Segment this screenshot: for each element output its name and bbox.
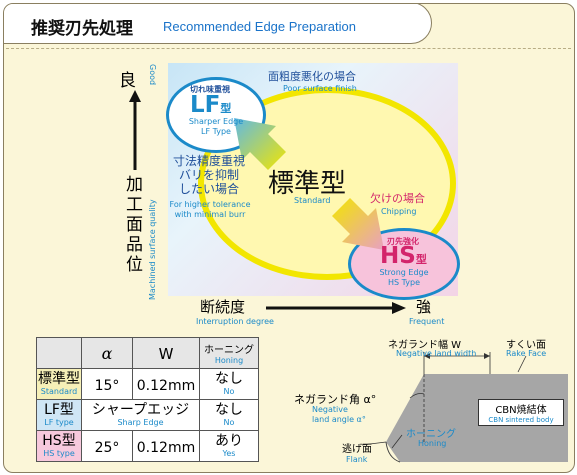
tol-jp2: バリを抑制 — [178, 168, 239, 182]
lf-kata: 型 — [220, 102, 232, 115]
header-divider — [6, 48, 571, 49]
x-axis-arrow — [266, 302, 406, 314]
row-type: LF型 LF type — [36, 399, 82, 431]
tol-en1: For higher tolerance — [169, 200, 251, 209]
tolerance-note-en: For higher tolerance with minimal burr — [158, 200, 262, 220]
y-axis-label-jp: 加工面品位 — [122, 175, 142, 275]
hs-en1: Strong Edge — [379, 268, 429, 277]
land-width-jp: ネガランド幅 W — [388, 340, 462, 351]
row-merged: シャープエッジ Sharp Edge — [81, 399, 200, 431]
title-en: Recommended Edge Preparation — [163, 19, 356, 34]
row-type: HS型 HS type — [36, 430, 82, 462]
x-axis-label-jp: 断続度 — [200, 298, 246, 316]
hs-title: HS型 — [380, 243, 427, 269]
hs-name: HS — [380, 243, 416, 269]
land-angle-en: Negative land angle α° — [312, 405, 366, 425]
poor-finish-jp: 面粗度悪化の場合 — [268, 70, 356, 83]
row-alpha: 25° — [81, 430, 133, 462]
tolerance-note-jp: 寸法精度重視 バリを抑制 したい場合 — [164, 154, 254, 196]
poor-finish-en: Poor surface finish — [283, 84, 357, 93]
header-w: W — [132, 337, 200, 369]
arrow-to-lf — [234, 118, 286, 170]
lf-name: LF — [190, 92, 221, 118]
row-type: 標準型 Standard — [36, 368, 82, 400]
hs-en2: HS Type — [387, 278, 420, 287]
row-w: 0.12mm — [132, 430, 200, 462]
land-angle-jp: ネガランド角 α° — [294, 393, 377, 406]
specs-table: α W ホーニング Honing 標準型 Standard 15° 0.12mm… — [36, 337, 259, 462]
x-axis-label-en: Interruption degree — [196, 317, 274, 326]
row-honing: なし No — [199, 399, 259, 431]
chipping-jp: 欠けの場合 — [370, 192, 425, 205]
y-axis-top-en: Good — [148, 64, 157, 86]
angle-en2: land angle α° — [312, 415, 366, 424]
honing-en: Honing — [418, 439, 447, 448]
lf-title: LF型 — [190, 92, 231, 118]
lf-small-jp: 切れ味重視 — [190, 85, 230, 94]
standard-jp: 標準型 — [268, 169, 347, 199]
hs-en: Strong Edge HS Type — [364, 268, 444, 288]
table-header-row: α W ホーニング Honing — [36, 337, 259, 369]
row-honing: あり Yes — [199, 430, 259, 462]
y-axis-top-jp: 良 — [119, 71, 136, 91]
tol-jp3: したい場合 — [178, 182, 239, 196]
honing-jp: ホーニング — [406, 429, 456, 440]
header-honing: ホーニング Honing — [199, 337, 259, 369]
angle-en1: Negative — [312, 405, 348, 414]
x-axis-right-jp: 強 — [416, 298, 432, 316]
lf-en: Sharper Edge LF Type — [176, 117, 256, 137]
arrow-to-hs — [332, 198, 384, 250]
edge-cross-section — [361, 352, 568, 463]
row-alpha: 15° — [81, 368, 133, 400]
hs-small-jp: 刃先強化 — [387, 237, 419, 246]
header-blank-cell — [36, 337, 82, 369]
title-jp: 推奨刃先処理 — [31, 19, 133, 39]
rake-face-jp: すくい面 — [506, 340, 546, 351]
table-row: LF型 LF type シャープエッジ Sharp Edge なし No — [36, 399, 259, 431]
cbn-label-box: CBN焼結体 CBN sintered body — [478, 399, 564, 426]
lf-en1: Sharper Edge — [188, 117, 244, 126]
flank-jp: 逃げ面 — [342, 444, 372, 455]
tol-jp1: 寸法精度重視 — [172, 154, 245, 168]
hs-kata: 型 — [415, 253, 427, 266]
y-axis-label-en: Machined surface quality — [148, 199, 157, 300]
flank-en: Flank — [346, 455, 368, 464]
x-axis-right-en: Frequent — [409, 317, 445, 326]
lf-en2: LF Type — [201, 127, 231, 136]
chipping-en: Chipping — [381, 207, 417, 216]
table-row: 標準型 Standard 15° 0.12mm なし No — [36, 368, 259, 400]
row-honing: なし No — [199, 368, 259, 400]
standard-en: Standard — [294, 196, 331, 205]
tol-en2: with minimal burr — [174, 210, 246, 219]
table-row: HS型 HS type 25° 0.12mm あり Yes — [36, 430, 259, 462]
header-alpha: α — [81, 337, 133, 369]
row-w: 0.12mm — [132, 368, 200, 400]
land-width-en: Negative land width — [396, 349, 477, 358]
y-axis-arrow — [129, 90, 141, 170]
rake-face-en: Rake Face — [506, 349, 547, 358]
header-tab: 推奨刃先処理 Recommended Edge Preparation — [4, 4, 432, 44]
